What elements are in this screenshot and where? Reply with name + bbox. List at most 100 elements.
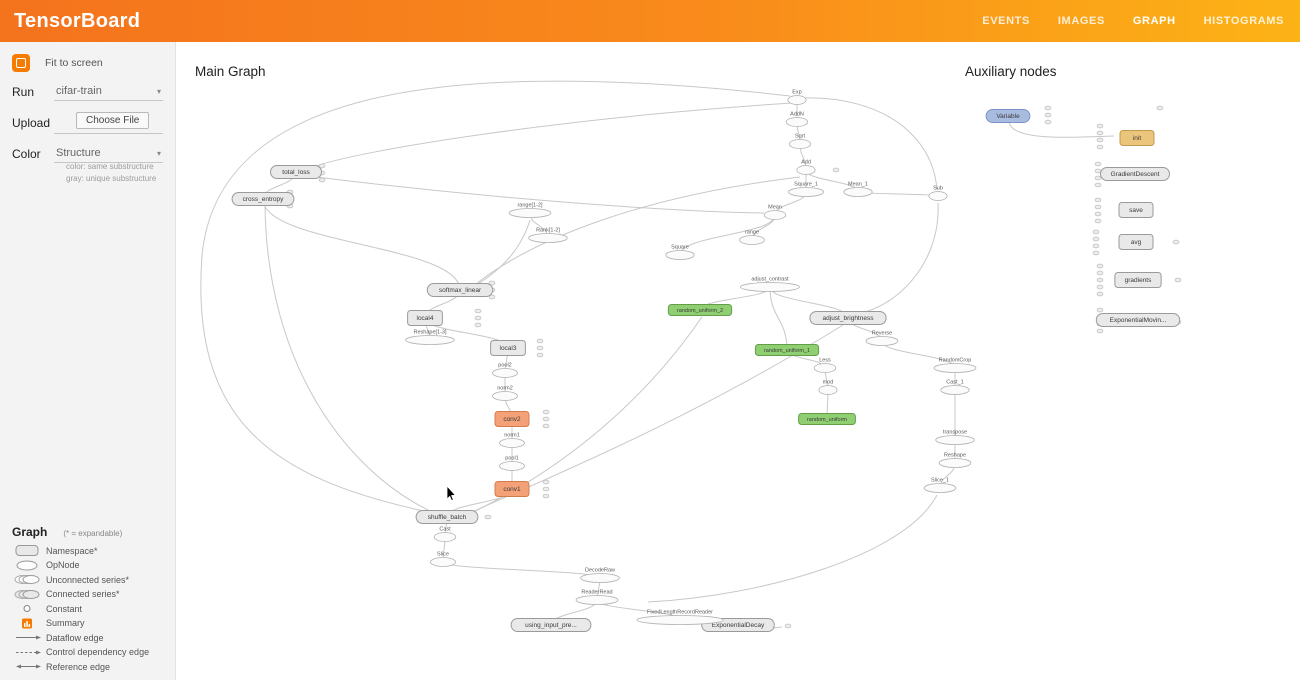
- run-dropdown[interactable]: cifar-train ▾: [54, 83, 163, 101]
- graph-node-init[interactable]: init: [1119, 130, 1155, 146]
- graph-node-save[interactable]: save: [1118, 202, 1154, 218]
- legend-item-reference-edge: Reference edge: [12, 660, 175, 675]
- graph-node-adjust_brightness[interactable]: adjust_brightness: [809, 311, 887, 325]
- legend-item-constant: Constant: [12, 602, 175, 617]
- graph-edge: [261, 198, 461, 291]
- graph-node-total_loss[interactable]: total_loss: [270, 165, 322, 179]
- graph-node-DecodeRaw[interactable]: DecodeRaw: [580, 568, 620, 583]
- graph-node-GradientDescent[interactable]: GradientDescent: [1100, 167, 1170, 181]
- mini-node: [1096, 144, 1104, 150]
- svg-text:Sub: Sub: [933, 186, 943, 192]
- color-dropdown[interactable]: Structure ▾: [54, 145, 163, 163]
- svg-text:range[1-2]: range[1-2]: [517, 203, 543, 209]
- nav-histograms[interactable]: HISTOGRAMS: [1203, 15, 1284, 27]
- graph-node-random_uniform_1[interactable]: random_uniform_1: [754, 344, 820, 356]
- graph-node-ExpMoving[interactable]: ExponentialMovin...: [1095, 313, 1181, 327]
- connected-series-icon: [14, 589, 40, 599]
- graph-node-norm2[interactable]: norm2: [492, 386, 518, 401]
- graph-node-Sub[interactable]: Sub: [928, 186, 948, 201]
- legend-item-unconnected-series: Unconnected series*: [12, 573, 175, 588]
- mini-node: [536, 338, 544, 344]
- mini-node: [1096, 137, 1104, 143]
- graph-node-local4[interactable]: local4: [407, 310, 443, 326]
- graph-node-mod[interactable]: mod: [818, 380, 838, 395]
- graph-node-FLRR[interactable]: FixedLengthRecordReader: [636, 610, 724, 625]
- graph-node-random_uniform[interactable]: random_uniform: [798, 413, 856, 425]
- graph-svg[interactable]: total_loss cross_entropy softmax_linearshu…: [176, 42, 1300, 680]
- mini-node: [1092, 229, 1100, 235]
- graph-node-transpose[interactable]: transpose: [935, 430, 975, 445]
- graph-node-Add[interactable]: Add: [796, 160, 816, 175]
- unconnected-series-icon: [14, 575, 40, 585]
- main-graph-title: Main Graph: [195, 64, 266, 79]
- nav-events[interactable]: EVENTS: [982, 15, 1030, 27]
- graph-node-shuffle_batch[interactable]: shuffle_batch: [415, 510, 479, 524]
- graph-node-Reverse[interactable]: Reverse: [865, 331, 899, 346]
- graph-node-range[interactable]: range: [739, 230, 765, 245]
- graph-node-Square_1[interactable]: Square_1: [788, 182, 825, 197]
- graph-node-Reshape13[interactable]: Reshape[1-3]: [405, 330, 455, 345]
- mini-node: [1092, 250, 1100, 256]
- fit-to-screen-label: Fit to screen: [45, 57, 103, 69]
- svg-text:Square: Square: [671, 245, 689, 251]
- graph-node-RandomCrop[interactable]: RandomCrop: [933, 358, 977, 373]
- legend-item-summary: Summary: [12, 616, 175, 631]
- graph-node-Cast[interactable]: Cast: [433, 527, 457, 542]
- fit-to-screen-button[interactable]: [12, 54, 30, 72]
- svg-text:Reshape[1-3]: Reshape[1-3]: [413, 330, 446, 336]
- legend-label: Reference edge: [46, 661, 111, 672]
- svg-text:Mean: Mean: [768, 205, 782, 211]
- legend-label: Control dependency edge: [46, 647, 150, 658]
- mini-node: [1096, 277, 1104, 283]
- graph-node-pool2[interactable]: pool2: [492, 363, 518, 378]
- svg-text:Reverse: Reverse: [872, 331, 892, 337]
- graph-node-AddN[interactable]: AddN: [785, 112, 809, 127]
- graph-edge: [802, 97, 938, 191]
- graph-node-Rank12[interactable]: Rank[1-2]: [528, 228, 568, 243]
- graph-node-random_uniform_2[interactable]: random_uniform_2: [667, 304, 733, 316]
- mini-node: [536, 345, 544, 351]
- nav-images[interactable]: IMAGES: [1057, 15, 1105, 27]
- graph-edge: [1008, 121, 1115, 138]
- graph-node-adjust_contrast[interactable]: adjust_contrast: [740, 277, 800, 292]
- graph-edge: [679, 214, 777, 256]
- legend-expandable-note: (* = expandable): [63, 528, 123, 538]
- mini-node: [1044, 112, 1052, 118]
- graph-node-norm1[interactable]: norm1: [499, 433, 525, 448]
- graph-node-range12[interactable]: range[1-2]: [508, 203, 552, 218]
- svg-text:Exp: Exp: [792, 90, 801, 96]
- svg-text:transpose: transpose: [943, 430, 967, 436]
- graph-node-Square[interactable]: Square: [665, 245, 695, 260]
- graph-node-ReaderRead[interactable]: ReaderRead: [575, 590, 619, 605]
- nav-graph[interactable]: GRAPH: [1132, 15, 1176, 27]
- graph-node-local3[interactable]: local3: [490, 340, 526, 356]
- graph-node-Slice[interactable]: Slice: [430, 552, 456, 567]
- graph-node-Variable[interactable]: Variable: [985, 109, 1031, 123]
- mini-node: [1096, 307, 1104, 313]
- graph-node-cross_entropy[interactable]: cross_entropy: [231, 192, 295, 206]
- graph-node-pool1[interactable]: pool1: [499, 456, 525, 471]
- svg-text:using_input_pre...: using_input_pre...: [525, 622, 577, 629]
- graph-node-Mean_1[interactable]: Mean_1: [843, 182, 873, 197]
- graph-node-Sqrt[interactable]: Sqrt: [788, 134, 812, 149]
- graph-node-Less[interactable]: Less: [813, 358, 837, 373]
- graph-node-conv2[interactable]: conv2: [494, 411, 530, 427]
- svg-text:avg: avg: [1131, 239, 1142, 246]
- graph-node-Slice_1[interactable]: Slice_1: [923, 478, 957, 493]
- graph-node-Cast_1[interactable]: Cast_1: [940, 380, 970, 395]
- graph-node-softmax_linear[interactable]: softmax_linear: [426, 283, 494, 297]
- graph-node-conv1[interactable]: conv1: [494, 481, 530, 497]
- graph-node-Exp[interactable]: Exp: [787, 90, 807, 105]
- svg-text:RandomCrop: RandomCrop: [939, 358, 972, 364]
- legend-item-opnode: OpNode: [12, 558, 175, 573]
- mini-node: [1094, 175, 1102, 181]
- graph-node-avg[interactable]: avg: [1118, 234, 1154, 250]
- graph-node-using_input[interactable]: using_input_pre...: [510, 618, 592, 632]
- graph-node-gradients[interactable]: gradients: [1114, 272, 1162, 288]
- choose-file-button[interactable]: Choose File: [76, 112, 150, 129]
- graph-edge: [768, 286, 788, 351]
- graph-node-Reshape[interactable]: Reshape: [938, 453, 972, 468]
- legend-label: Namespace*: [46, 545, 98, 556]
- graph-node-Mean[interactable]: Mean: [763, 205, 787, 220]
